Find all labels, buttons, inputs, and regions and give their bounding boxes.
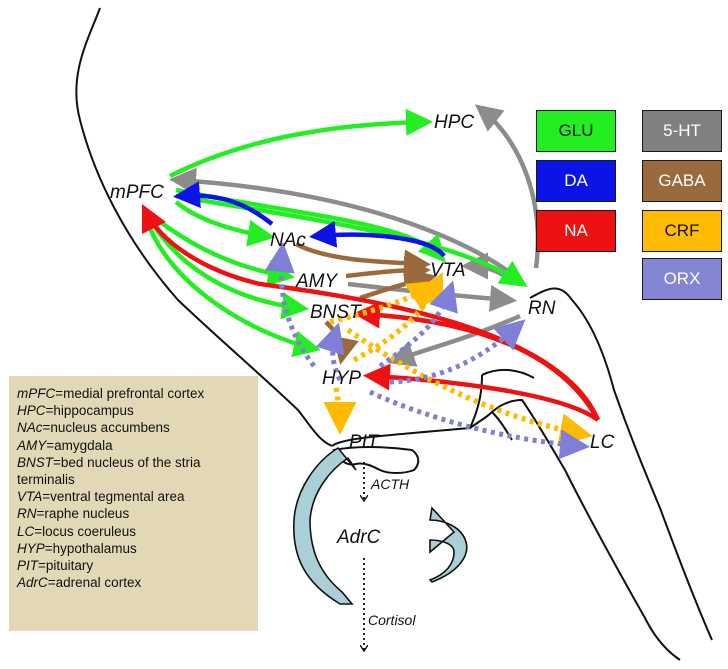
legend-5ht: 5-HT xyxy=(642,110,722,152)
glossary-desc: =locus coeruleus xyxy=(34,523,136,539)
label-adrc: AdrC xyxy=(336,527,381,548)
label-bnst: BNST xyxy=(310,302,362,323)
rn-to-mpfc-arrow xyxy=(169,167,522,282)
mpfc-to-rn-arrow xyxy=(175,193,528,287)
bnst-to-hyp-arrow xyxy=(324,320,359,365)
legend-gaba: GABA xyxy=(642,160,722,202)
orexin-projections xyxy=(264,242,590,460)
glossary-row: HYP=hypothalamus xyxy=(17,540,250,557)
label-amy: AMY xyxy=(295,271,339,292)
glossary-row: HPC=hippocampus xyxy=(17,402,250,419)
label-acth: ACTH xyxy=(370,476,410,492)
glossary-abbr: HPC xyxy=(17,403,46,419)
legend-na-label: NA xyxy=(564,221,588,240)
cortisol-feedback-arrow-right xyxy=(428,506,468,583)
glossary-row: LC=locus coeruleus xyxy=(17,523,250,540)
glossary-desc: =bed nucleus of the stria terminalis xyxy=(17,454,201,488)
bnst-to-lc-arrow xyxy=(346,327,593,446)
label-nac: NAc xyxy=(270,230,306,251)
glossary-abbr: mPFC xyxy=(17,386,56,401)
glossary-abbr: NAc xyxy=(17,420,43,436)
hyp-to-vta-orx-arrow xyxy=(378,280,458,369)
glossary-row: PIT=pituitary xyxy=(17,557,250,574)
glossary-abbr: AMY xyxy=(17,437,47,453)
brainstem-outline xyxy=(331,398,681,661)
brainstem-back-outline xyxy=(529,287,713,641)
legend-5ht-label: 5-HT xyxy=(663,121,701,140)
vta-to-mpfc-arrow xyxy=(173,181,274,226)
mpfc-to-hpc-arrow xyxy=(168,108,433,179)
label-lc: LC xyxy=(590,432,615,453)
nac-to-vta-arrow xyxy=(294,242,431,277)
glossary-row: NAc=nucleus accumbens xyxy=(17,419,250,436)
glossary-desc: =hypothalamus xyxy=(44,540,137,556)
brain-outline xyxy=(75,7,333,447)
glossary-desc: =ventral tegmental area xyxy=(42,489,185,505)
label-vta: VTA xyxy=(430,260,466,281)
glossary-abbr: VTA xyxy=(17,489,43,505)
glossary-desc: =hippocampus xyxy=(45,403,134,419)
legend-da: DA xyxy=(536,160,616,202)
vta-to-nac-arrow xyxy=(309,220,446,258)
glossary-abbr: BNST xyxy=(17,454,54,470)
label-hpc: HPC xyxy=(434,112,474,133)
glossary-desc: =pituitary xyxy=(38,558,94,574)
glossary-row: AdrC=adrenal cortex xyxy=(17,574,250,591)
glossary-row: AMY=amygdala xyxy=(17,437,250,454)
label-cortisol: Cortisol xyxy=(368,612,416,628)
legend-na: NA xyxy=(536,210,616,252)
glossary-desc: =medial prefrontal cortex xyxy=(55,386,205,401)
legend-glu-label: GLU xyxy=(558,121,594,140)
legend-orx-label: ORX xyxy=(663,269,701,288)
dopamine-projections xyxy=(173,181,446,258)
glossary-desc: =amygdala xyxy=(46,437,113,453)
glossary-abbr: RN xyxy=(17,506,37,522)
label-hyp: HYP xyxy=(322,368,361,389)
hyp-to-nac-arrow xyxy=(264,242,316,368)
glossary-row: mPFC=medial prefrontal cortex xyxy=(17,385,250,402)
legend-orx: ORX xyxy=(642,258,722,300)
glossary-row: RN=raphe nucleus xyxy=(17,505,250,522)
legend-crf-label: CRF xyxy=(664,221,700,240)
cortisol-label-bg xyxy=(365,610,429,630)
glossary-desc: =adrenal cortex xyxy=(47,575,142,591)
lc-to-hyp-arrow xyxy=(363,363,600,422)
rn-to-hpc-arrow xyxy=(474,104,541,269)
legend-gaba-label: GABA xyxy=(658,171,706,190)
glossary-abbr: LC xyxy=(17,523,35,539)
label-mpfc: mPFC xyxy=(110,182,164,203)
glossary-row: VTA=ventral tegmental area xyxy=(17,488,250,505)
legend-da-label: DA xyxy=(564,171,588,190)
label-pit: PIT xyxy=(349,432,380,453)
glossary-abbr: HYP xyxy=(17,540,45,556)
glossary-abbr: AdrC xyxy=(17,575,48,591)
legend-glu: GLU xyxy=(536,110,616,152)
hyp-to-rn-arrow xyxy=(389,319,526,385)
legend-crf: CRF xyxy=(642,210,722,252)
pituitary-outline xyxy=(332,446,420,474)
glossary-abbr: PIT xyxy=(17,558,39,574)
amy-to-vta-arrow xyxy=(345,256,431,284)
hyp-to-bnst-arrow xyxy=(315,322,345,382)
glossary-desc: =nucleus accumbens xyxy=(42,420,170,436)
label-rn: RN xyxy=(528,298,556,319)
mpfc-to-hyp-arrow xyxy=(143,217,321,358)
glossary-desc: =raphe nucleus xyxy=(36,506,130,522)
bnst-to-vta-crf-arrow xyxy=(329,280,442,325)
hyp-to-pit-arrow xyxy=(323,387,357,435)
cortisol-feedback-arrow-left xyxy=(293,446,357,605)
glossary-row: BNST=bed nucleus of the stria terminalis xyxy=(17,454,250,488)
